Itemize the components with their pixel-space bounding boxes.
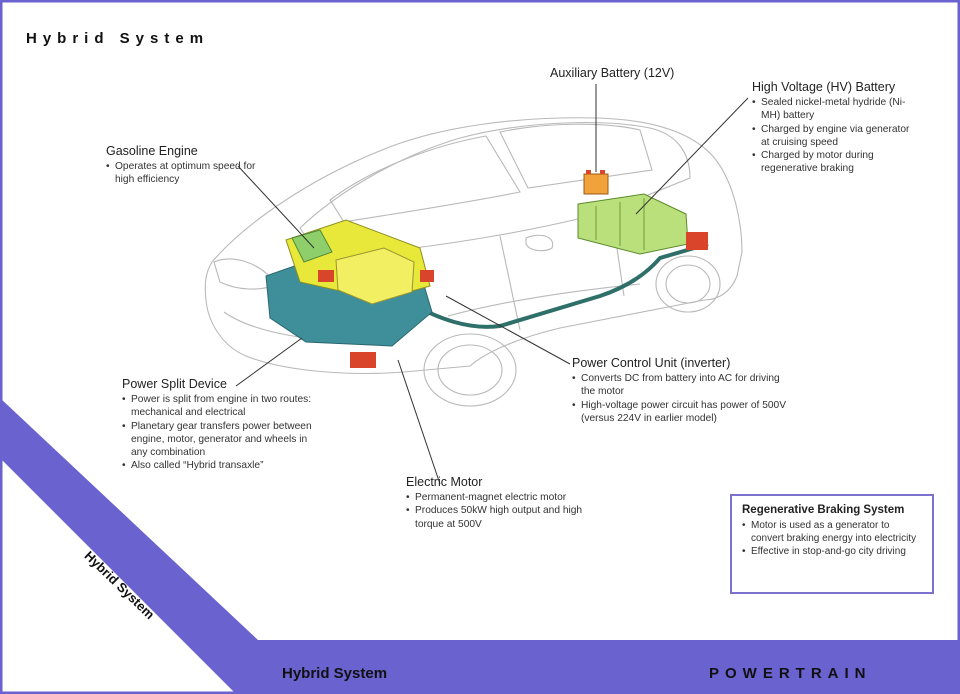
aux-terminal	[600, 170, 605, 174]
callout-bullets: Converts DC from battery into AC for dri…	[572, 372, 786, 425]
regen-bullets: Motor is used as a generator to convert …	[742, 519, 922, 558]
callout-hv-battery: High Voltage (HV) Battery Sealed nickel-…	[752, 80, 912, 176]
engine-mount	[318, 270, 334, 282]
bullet-item: Also called “Hybrid transaxle”	[122, 459, 312, 473]
bullet-item: Permanent-magnet electric motor	[406, 491, 592, 505]
leader-line-motor	[397, 359, 441, 485]
callout-title: Gasoline Engine	[106, 144, 198, 158]
auxiliary-battery-box	[583, 173, 609, 195]
callout-bullets: Sealed nickel-metal hydride (Ni-MH) batt…	[752, 96, 912, 176]
bullet-item: Motor is used as a generator to convert …	[742, 519, 922, 545]
callout-title: High Voltage (HV) Battery	[752, 80, 896, 94]
side-mirror	[525, 234, 554, 252]
powertrain-assembly	[265, 219, 434, 368]
front-wheel-outer	[423, 333, 517, 407]
bullet-item: Produces 50kW high output and high torqu…	[406, 504, 592, 531]
battery-junction	[686, 232, 708, 250]
footer-right-label: POWERTRAIN	[709, 665, 872, 682]
body-outline	[204, 117, 743, 374]
callout-electric-motor: Electric Motor Permanent-magnet electric…	[406, 475, 592, 531]
door-line	[447, 283, 641, 317]
callout-title: Auxiliary Battery (12V)	[550, 66, 675, 80]
bullet-item: Power is split from engine in two routes…	[122, 393, 312, 420]
bullet-item: Sealed nickel-metal hydride (Ni-MH) batt…	[752, 96, 912, 123]
callout-gasoline-engine: Gasoline Engine Operates at optimum spee…	[106, 144, 256, 187]
front-wheel-inner	[437, 344, 503, 396]
callout-title: Electric Motor	[406, 475, 483, 489]
motor-mount	[350, 352, 376, 368]
rear-wheel-outer	[655, 255, 721, 313]
footer-left-label: Hybrid System	[282, 665, 388, 682]
leader-lines	[235, 84, 749, 485]
bullet-item: Effective in stop-and-go city driving	[742, 545, 922, 558]
callout-bullets: Power is split from engine in two routes…	[122, 393, 312, 473]
hv-battery-cells	[577, 193, 689, 255]
leader-line-hv-battery	[635, 97, 749, 215]
windshield-outline	[329, 135, 521, 223]
bullet-item: Charged by motor during regenerative bra…	[752, 149, 912, 176]
callout-power-split-device: Power Split Device Power is split from e…	[122, 377, 312, 473]
callout-title: Power Split Device	[122, 377, 227, 391]
auxiliary-battery	[583, 170, 609, 195]
bullet-item: Planetary gear transfers power between e…	[122, 420, 312, 460]
bullet-item: High-voltage power circuit has power of …	[572, 399, 786, 426]
bullet-item: Converts DC from battery into AC for dri…	[572, 372, 786, 399]
rear-wheel-inner	[665, 264, 711, 304]
engine-cover	[335, 247, 415, 305]
callout-bullets: Operates at optimum speed for high effic…	[106, 160, 256, 187]
leader-line-pcu	[445, 295, 571, 365]
callout-power-control-unit: Power Control Unit (inverter) Converts D…	[572, 356, 786, 425]
diagonal-band	[0, 398, 960, 694]
hv-battery-pack	[577, 193, 708, 255]
pcu-mount	[420, 270, 434, 282]
leader-line-power-split	[235, 337, 303, 387]
callout-title: Power Control Unit (inverter)	[572, 356, 731, 370]
regen-title: Regenerative Braking System	[742, 504, 905, 516]
bullet-item: Charged by engine via generator at cruis…	[752, 123, 912, 150]
aux-terminal	[586, 170, 591, 174]
regenerative-braking-box: Regenerative Braking System Motor is use…	[730, 494, 934, 594]
page-title: Hybrid System	[26, 30, 210, 47]
bullet-item: Operates at optimum speed for high effic…	[106, 160, 256, 187]
callout-auxiliary-battery: Auxiliary Battery (12V)	[550, 66, 674, 82]
door-seam	[499, 235, 521, 331]
hv-cable	[403, 242, 709, 329]
wheels	[423, 255, 721, 407]
side-window-outline	[499, 123, 653, 189]
callout-bullets: Permanent-magnet electric motor Produces…	[406, 491, 592, 531]
